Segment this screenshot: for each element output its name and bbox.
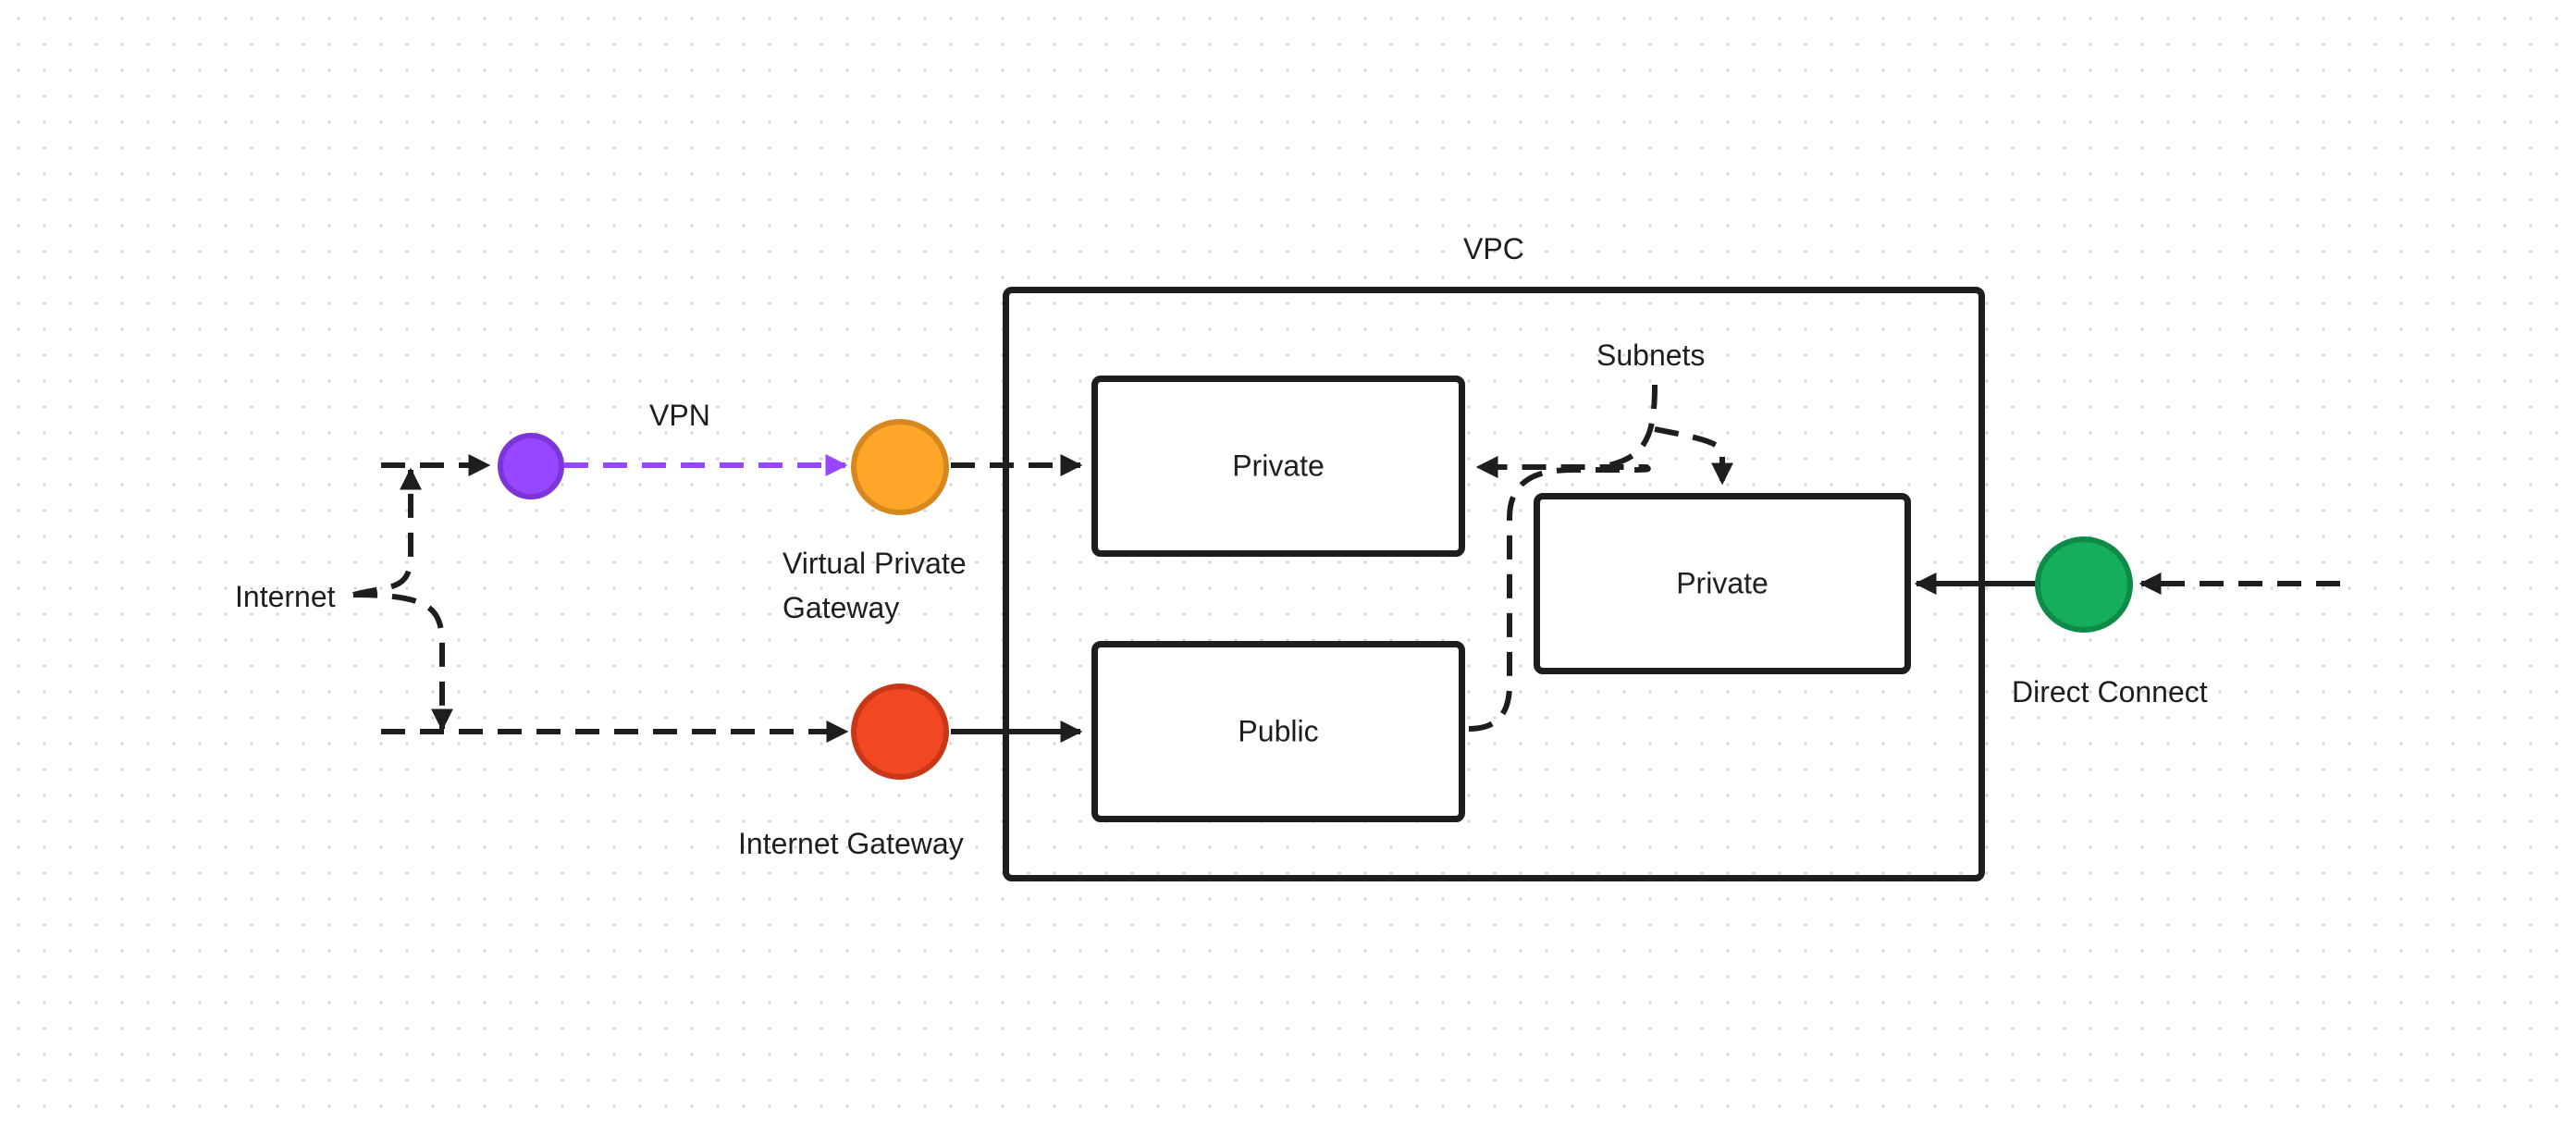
private-subnet-right-label: Private <box>1676 566 1769 600</box>
connector-internet-up[interactable] <box>352 467 422 597</box>
private-subnet-right[interactable]: Private <box>1534 493 1911 674</box>
vpn-endpoint-node[interactable] <box>498 433 564 499</box>
virtual-private-gateway-label-line2: Gateway <box>783 591 900 624</box>
vpc-container[interactable] <box>1003 287 1985 881</box>
vpc-label: VPC <box>1463 232 1524 265</box>
internet-gateway-label: Internet Gateway <box>738 827 964 860</box>
connector-internet-down[interactable] <box>352 592 453 732</box>
direct-connect-label: Direct Connect <box>2012 675 2208 708</box>
connector-public-to-private[interactable] <box>1468 456 1651 732</box>
direct-connect-node[interactable] <box>2035 536 2133 633</box>
vpn-label: VPN <box>649 399 710 432</box>
virtual-private-gateway-label-line1: Virtual Private <box>783 547 967 580</box>
internet-label: Internet <box>235 580 336 613</box>
public-subnet-label: Public <box>1238 714 1319 748</box>
connector-subnets-to-private[interactable] <box>1608 384 1722 483</box>
internet-gateway-node[interactable] <box>851 684 949 780</box>
virtual-private-gateway-node[interactable] <box>851 419 949 515</box>
public-subnet[interactable]: Public <box>1091 641 1465 822</box>
subnets-label: Subnets <box>1596 339 1706 372</box>
private-subnet-top-label: Private <box>1232 449 1325 483</box>
private-subnet-top[interactable]: Private <box>1091 376 1465 557</box>
